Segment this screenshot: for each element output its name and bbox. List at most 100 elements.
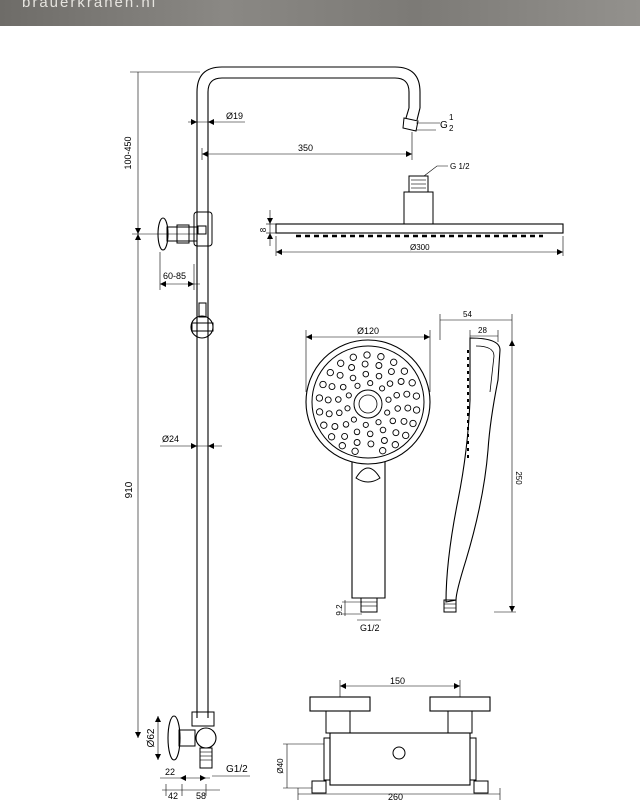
dim-hand-side-width-label: 28 bbox=[478, 326, 487, 335]
nozzle-dot bbox=[397, 378, 405, 385]
nozzle-dot bbox=[403, 390, 411, 398]
nozzle-dot bbox=[362, 421, 369, 428]
dim-riser-top-label: 100-450 bbox=[123, 136, 133, 169]
hand-shower-slider bbox=[190, 302, 214, 339]
nozzle-dot bbox=[319, 380, 327, 389]
nozzle-dot bbox=[412, 406, 421, 414]
nozzle-dot bbox=[336, 409, 343, 417]
dim-head-diameter-label: Ø300 bbox=[410, 243, 430, 252]
dim-valve-centers-label: 150 bbox=[390, 676, 405, 686]
dim-wall-bracket-label: 60-85 bbox=[163, 271, 186, 281]
dim-hand-side-depth: 54 bbox=[439, 310, 513, 340]
nozzle-dot bbox=[361, 360, 369, 368]
nozzle-dot bbox=[400, 417, 408, 425]
nozzle-dot bbox=[326, 368, 334, 377]
dim-riser-diameter-label: Ø24 bbox=[162, 434, 179, 444]
dim-valve-body: Ø40 bbox=[276, 743, 324, 789]
dim-pipe-top: Ø19 bbox=[188, 111, 245, 125]
nozzle-dot bbox=[344, 405, 351, 412]
nozzle-dot bbox=[324, 396, 332, 404]
dim-hand-thread-label: G1/2 bbox=[360, 623, 380, 633]
dim-hand-diameter-label: Ø120 bbox=[357, 326, 379, 336]
dim-riser-height: 910 bbox=[124, 234, 141, 738]
dim-pipe-top-label: Ø19 bbox=[226, 111, 243, 121]
brand-header-banner: brauerkranen.nl bbox=[0, 0, 640, 26]
nozzle-dot bbox=[404, 404, 412, 412]
dim-arm-thread: G 1 2 bbox=[416, 113, 454, 133]
nozzle-dot bbox=[336, 371, 344, 379]
nozzle-dot bbox=[327, 433, 336, 441]
dim-arm-thread-num: 1 bbox=[449, 113, 454, 122]
dim-base-1-label: 42 bbox=[168, 791, 178, 800]
dim-riser-top: 100-450 bbox=[123, 71, 200, 240]
nozzle-dot bbox=[394, 405, 401, 412]
dim-outlet-offset: 22 bbox=[160, 767, 210, 781]
nozzle-dot bbox=[337, 359, 345, 367]
dim-outlet-diameter-label: Ø62 bbox=[146, 728, 157, 747]
dim-valve-width: 260 bbox=[297, 788, 501, 800]
nozzle-dot bbox=[341, 432, 349, 440]
nozzle-dot bbox=[384, 409, 391, 416]
hand-shower-side bbox=[443, 337, 501, 613]
dim-arm-thread-g: G bbox=[440, 120, 448, 131]
nozzle-dot bbox=[348, 364, 356, 371]
dim-head-thread-label: G 1/2 bbox=[450, 162, 470, 171]
dim-hand-thread: G1/2 bbox=[357, 619, 381, 633]
nozzle-dot bbox=[408, 379, 416, 387]
nozzle-dot bbox=[342, 421, 350, 428]
dim-hand-side-width: 28 bbox=[469, 326, 499, 342]
nozzle-dot bbox=[402, 431, 410, 440]
nozzle-dot bbox=[320, 421, 328, 429]
wall-bracket bbox=[157, 211, 213, 251]
nozzle-dot bbox=[377, 353, 385, 361]
nozzle-dot bbox=[366, 430, 374, 438]
dim-outlet-thread-label: G1/2 bbox=[226, 764, 248, 775]
shower-riser bbox=[196, 66, 421, 718]
nozzle-dot bbox=[350, 416, 357, 423]
nozzle-dot bbox=[315, 394, 324, 402]
dim-valve-width-label: 260 bbox=[388, 792, 403, 800]
dim-valve-centers: 150 bbox=[339, 676, 461, 697]
dim-arm-length-label: 350 bbox=[298, 143, 313, 153]
nozzle-dot bbox=[339, 383, 347, 391]
nozzle-dot bbox=[400, 367, 409, 375]
bottom-connection bbox=[167, 711, 217, 769]
nozzle-dot bbox=[354, 382, 361, 389]
nozzle-dot bbox=[349, 353, 357, 361]
dim-head-thickness-label: 8 bbox=[259, 227, 268, 232]
nozzle-dot bbox=[367, 380, 374, 387]
nozzle-dot bbox=[335, 396, 342, 403]
nozzle-dot bbox=[391, 441, 399, 449]
nozzle-dot bbox=[386, 380, 394, 387]
dim-head-diameter: Ø300 bbox=[275, 236, 564, 256]
nozzle-dot bbox=[379, 447, 387, 455]
nozzle-dot bbox=[338, 442, 346, 450]
nozzle-dot bbox=[375, 419, 382, 426]
dim-wall-bracket: 60-85 bbox=[159, 252, 200, 290]
nozzle-dot bbox=[331, 423, 339, 430]
nozzle-dot bbox=[367, 440, 375, 448]
nozzle-dot bbox=[385, 396, 392, 403]
nozzle-dot bbox=[375, 362, 383, 369]
nozzle-dot bbox=[380, 437, 388, 444]
nozzle-dot bbox=[393, 391, 400, 399]
nozzle-dot bbox=[345, 392, 352, 399]
nozzle-dot bbox=[351, 447, 359, 455]
dim-hand-side-depth-label: 54 bbox=[463, 310, 472, 319]
nozzle-dot bbox=[412, 392, 421, 400]
nozzle-dot bbox=[353, 439, 361, 446]
nozzle-dot bbox=[390, 358, 398, 366]
dim-hand-thread-length-label: 9.2 bbox=[335, 604, 344, 616]
dim-base-2-label: 58 bbox=[196, 791, 206, 800]
nozzle-dot bbox=[328, 383, 336, 391]
dim-riser-diameter: Ø24 bbox=[160, 434, 222, 449]
dim-outlet-offset-label: 22 bbox=[165, 767, 175, 777]
dim-hand-length-label: 250 bbox=[514, 471, 523, 485]
nozzle-dot bbox=[315, 408, 324, 416]
dim-valve-body-label: Ø40 bbox=[276, 758, 285, 774]
nozzle-dot bbox=[325, 410, 333, 418]
nozzle-dot bbox=[349, 374, 357, 382]
dim-hand-thread-length: 9.2 bbox=[335, 600, 362, 616]
nozzle-dot bbox=[375, 372, 383, 380]
